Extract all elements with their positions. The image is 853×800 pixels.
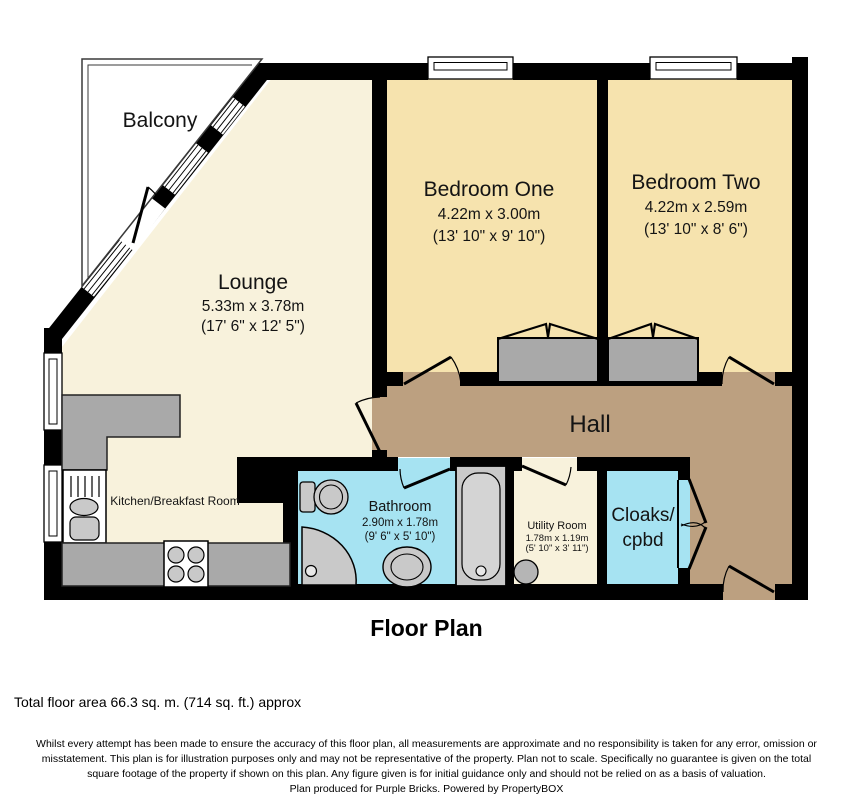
plan-title: Floor Plan [370,615,483,641]
utility-dims-metric: 1.78m x 1.19m [526,533,589,544]
bedroom-one-dims-imperial: (13' 10" x 9' 10") [433,228,546,245]
lounge-dims-imperial: (17' 6" x 12' 5") [201,318,305,335]
toilet [299,479,349,515]
floor-plan-drawing: Balcony Lounge 5.33m x 3.78m (17' 6" x 1… [43,56,808,600]
windows [43,56,738,543]
shower [301,526,357,586]
bedroom-one-window [427,56,514,80]
bathroom-label: Bathroom [369,499,432,515]
doors [131,186,775,594]
bedroom-two-dims-imperial: (13' 10" x 8' 6") [644,221,748,238]
produced-by-line: Plan produced for Purple Bricks. Powered… [289,783,564,795]
hall-floor [372,372,798,600]
bedroom-one-label: Bedroom One [424,178,555,201]
balcony-label: Balcony [123,109,198,132]
bedroom-one-wardrobe [497,322,599,383]
entry-door [722,564,775,594]
bathroom-fixtures [299,465,539,588]
bedroom-two-dims-metric: 4.22m x 2.59m [645,199,748,216]
lounge-hall-door [354,396,382,453]
bedroom-two-floor [602,70,796,380]
cloaks-floor [600,458,690,590]
balcony-door-opening [118,197,166,251]
kitchen-fixtures [61,394,291,588]
utility-dims-imperial: (5' 10" x 3' 11") [525,543,588,554]
kitchen-counter-top [61,394,181,471]
kitchen-label: Kitchen/Breakfast Room [110,494,239,508]
kitchen-window-lower [43,464,63,543]
lounge-window-upper [211,97,245,135]
cloaks-label-line1: Cloaks/ [611,505,675,526]
room-labels: Balcony Lounge 5.33m x 3.78m (17' 6" x 1… [110,109,760,554]
lounge-dims-metric: 5.33m x 3.78m [202,298,305,315]
bedroom-one-door [403,355,462,386]
kitchen-sink-unit [62,469,107,544]
bedroom-two-wardrobe [607,322,699,383]
utility-label: Utility Room [527,520,586,532]
bedroom-two-door [721,355,775,386]
bathroom-dims-metric: 2.90m x 1.78m [362,517,438,529]
bathtub [455,465,507,587]
lounge-window-lower [82,237,134,297]
cloaks-double-doors [680,478,708,570]
bedroom-one-dims-metric: 4.22m x 3.00m [438,206,541,223]
utility-door [521,464,572,487]
bedroom-one-floor [378,70,602,380]
total-area-text: Total floor area 66.3 sq. m. (714 sq. ft… [14,694,302,710]
bedroom-two-window [649,56,738,80]
disclaimer-line-2: misstatement. This plan is for illustrat… [41,753,812,765]
lounge-label: Lounge [218,271,288,294]
bathroom-door [399,467,451,490]
disclaimer-line-1: Whilst every attempt has been made to en… [36,738,817,750]
bedroom-two-label: Bedroom Two [631,171,760,194]
washing-machine [513,559,539,585]
basin [382,546,432,588]
kitchen-window-upper [43,352,63,431]
hall-label: Hall [569,411,610,438]
balcony-outline [81,58,264,289]
bathroom-dims-imperial: (9' 6" x 5' 10") [365,531,436,543]
disclaimer-line-3: square footage of the property if shown … [87,768,766,780]
disclaimer-block: Whilst every attempt has been made to en… [0,737,853,797]
stove [163,540,209,588]
balcony-door [131,186,161,244]
lounge-window-middle [163,143,208,195]
cloaks-label-line2: cpbd [622,530,663,551]
wardrobes [497,322,699,383]
